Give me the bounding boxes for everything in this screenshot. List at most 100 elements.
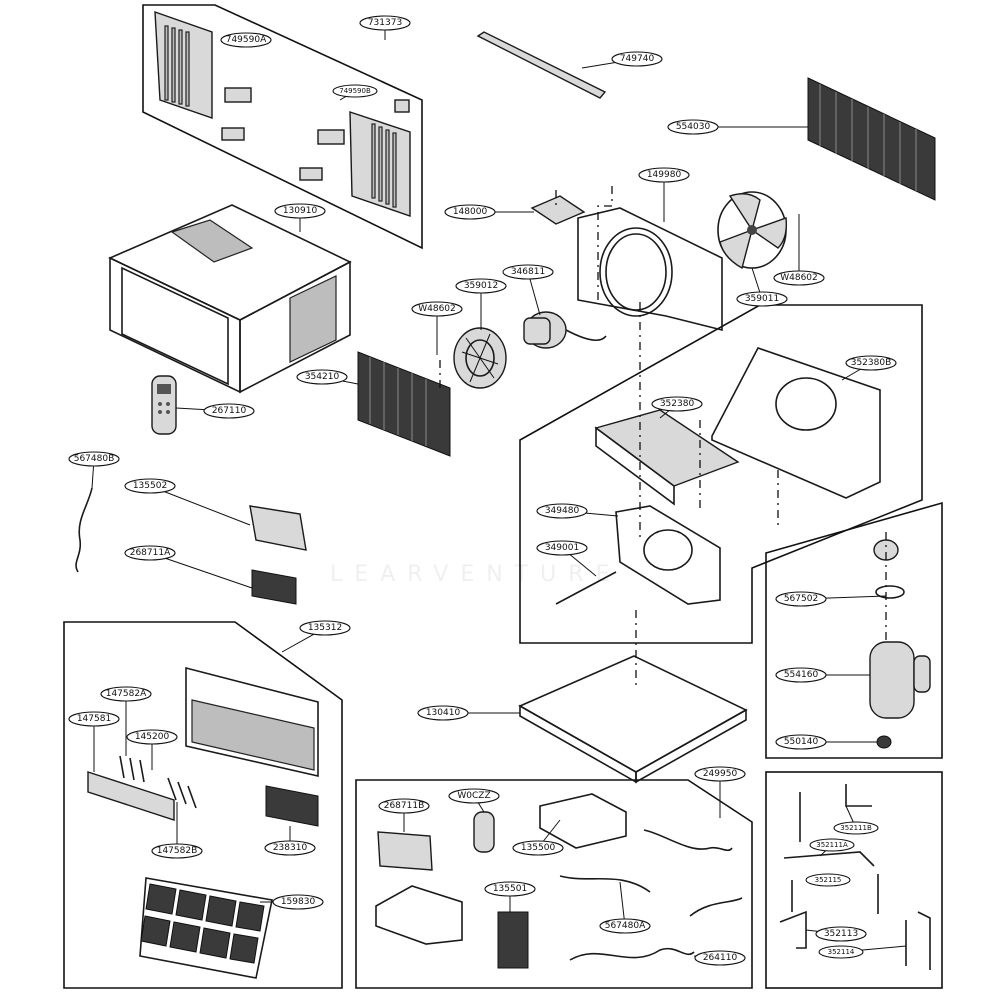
callout-bubble <box>299 620 351 636</box>
callout-749740: 749740 <box>581 51 663 69</box>
rod-349001 <box>555 571 617 605</box>
control-display-238310 <box>265 785 319 827</box>
callout-label: 267110 <box>212 406 247 416</box>
callout-352111a: 352111A <box>809 838 855 857</box>
callout-135312: 135312 <box>281 620 351 653</box>
callout-bubble <box>126 729 178 745</box>
callout-352113: 352113 <box>805 926 867 942</box>
callout-label: 352380 <box>660 399 695 409</box>
grommet-550140 <box>876 735 892 749</box>
watermark-text: LEARVENTURE <box>330 562 622 587</box>
callout-bubble <box>68 711 120 727</box>
callout-bubble <box>809 838 855 852</box>
callout-bubble <box>536 540 588 556</box>
callout-label: 554030 <box>676 122 711 132</box>
callout-268711a: 268711A <box>124 545 253 589</box>
frame-air-duct <box>519 304 923 644</box>
condenser-fan-359011 <box>717 191 788 270</box>
callout-bubble <box>484 881 536 897</box>
frame-side-curtains <box>142 4 423 250</box>
callout-label: 359011 <box>745 294 779 304</box>
callout-147581: 147581 <box>68 711 120 772</box>
callout-bubble <box>818 945 864 959</box>
callout-135501: 135501 <box>484 881 536 912</box>
curtain-left-slats <box>164 25 190 107</box>
remote-control-267110 <box>151 375 177 435</box>
outer-cabinet-130910 <box>108 204 352 394</box>
control-box-group <box>375 793 743 969</box>
callout-label: 749590B <box>339 87 371 95</box>
frame-compressor <box>765 501 943 759</box>
filter-159830 <box>139 877 273 979</box>
callout-bubble <box>536 503 588 519</box>
callout-554030: 554030 <box>667 119 808 135</box>
fan-shroud-149980 <box>577 207 723 332</box>
blower-wheel-359012 <box>453 327 507 389</box>
callout-149980: 149980 <box>638 167 690 222</box>
callout-label: 567502 <box>784 594 818 604</box>
callout-leader-line <box>149 552 253 589</box>
callout-leader-line <box>149 485 251 526</box>
callout-label: 749590A <box>226 35 267 45</box>
callout-label: W48602 <box>418 304 456 314</box>
callout-label: 352111A <box>816 841 848 849</box>
cabinet-top-vent <box>170 219 254 263</box>
callout-label: 159830 <box>281 897 316 907</box>
callout-label: 554160 <box>784 670 819 680</box>
air-duct-parts <box>555 347 881 605</box>
callout-bubble <box>411 301 463 317</box>
callout-bubble <box>773 270 825 286</box>
callout-label: 264110 <box>703 953 738 963</box>
base-pan-130410 <box>518 655 748 773</box>
callout-bubble <box>220 32 272 48</box>
power-cord-567480B <box>75 487 93 573</box>
callout-label: 147582B <box>157 846 198 856</box>
callout-bubble <box>694 950 746 966</box>
callout-238310: 238310 <box>264 826 316 856</box>
left-parts <box>75 487 307 605</box>
callout-bubble <box>805 873 851 887</box>
callout-135502: 135502 <box>124 478 251 526</box>
callout-bubble <box>775 591 827 607</box>
callout-bubble <box>444 204 496 220</box>
callout-567480a: 567480A <box>599 881 651 934</box>
callout-bubble <box>68 451 120 467</box>
callout-145200: 145200 <box>126 729 178 770</box>
tubing-group <box>779 784 931 970</box>
callout-bubble <box>455 278 507 294</box>
callout-w48602: W48602 <box>773 214 825 286</box>
callout-label: 238310 <box>273 843 308 853</box>
callout-label: 731373 <box>368 18 402 28</box>
callout-264110: 264110 <box>693 950 746 966</box>
callout-bubble <box>359 15 411 31</box>
callout-bubble <box>512 840 564 856</box>
callout-label: 354210 <box>305 372 340 382</box>
callout-label: 130410 <box>426 708 461 718</box>
callout-bubble <box>845 355 897 371</box>
callout-bubble <box>694 766 746 782</box>
callout-label: W48602 <box>780 273 818 283</box>
evaporator-coil-354210 <box>357 351 451 457</box>
pcb-135502 <box>249 505 307 551</box>
curtain-right-slats <box>371 123 397 208</box>
orifice-349480 <box>615 505 721 605</box>
callout-349001: 349001 <box>536 540 597 577</box>
callout-359012: 359012 <box>455 278 507 330</box>
callout-749590a: 749590A <box>220 32 272 48</box>
callout-bubble <box>833 821 879 835</box>
callout-130410: 130410 <box>417 705 520 721</box>
bracket-d <box>299 167 323 181</box>
harness-264110 <box>569 947 695 961</box>
callout-550140: 550140 <box>775 734 877 750</box>
cabinet-side-louvers <box>289 275 337 363</box>
tube-352113 <box>779 910 807 949</box>
callout-label: 148000 <box>453 207 488 217</box>
callout-346811: 346811 <box>502 264 554 316</box>
callout-label: 147582A <box>106 689 147 699</box>
callout-label: 268711B <box>384 801 425 811</box>
callout-bubble <box>272 894 324 910</box>
callout-159830: 159830 <box>260 894 324 910</box>
pcb-268711B <box>377 831 433 871</box>
mount-plate-148000 <box>530 195 586 225</box>
